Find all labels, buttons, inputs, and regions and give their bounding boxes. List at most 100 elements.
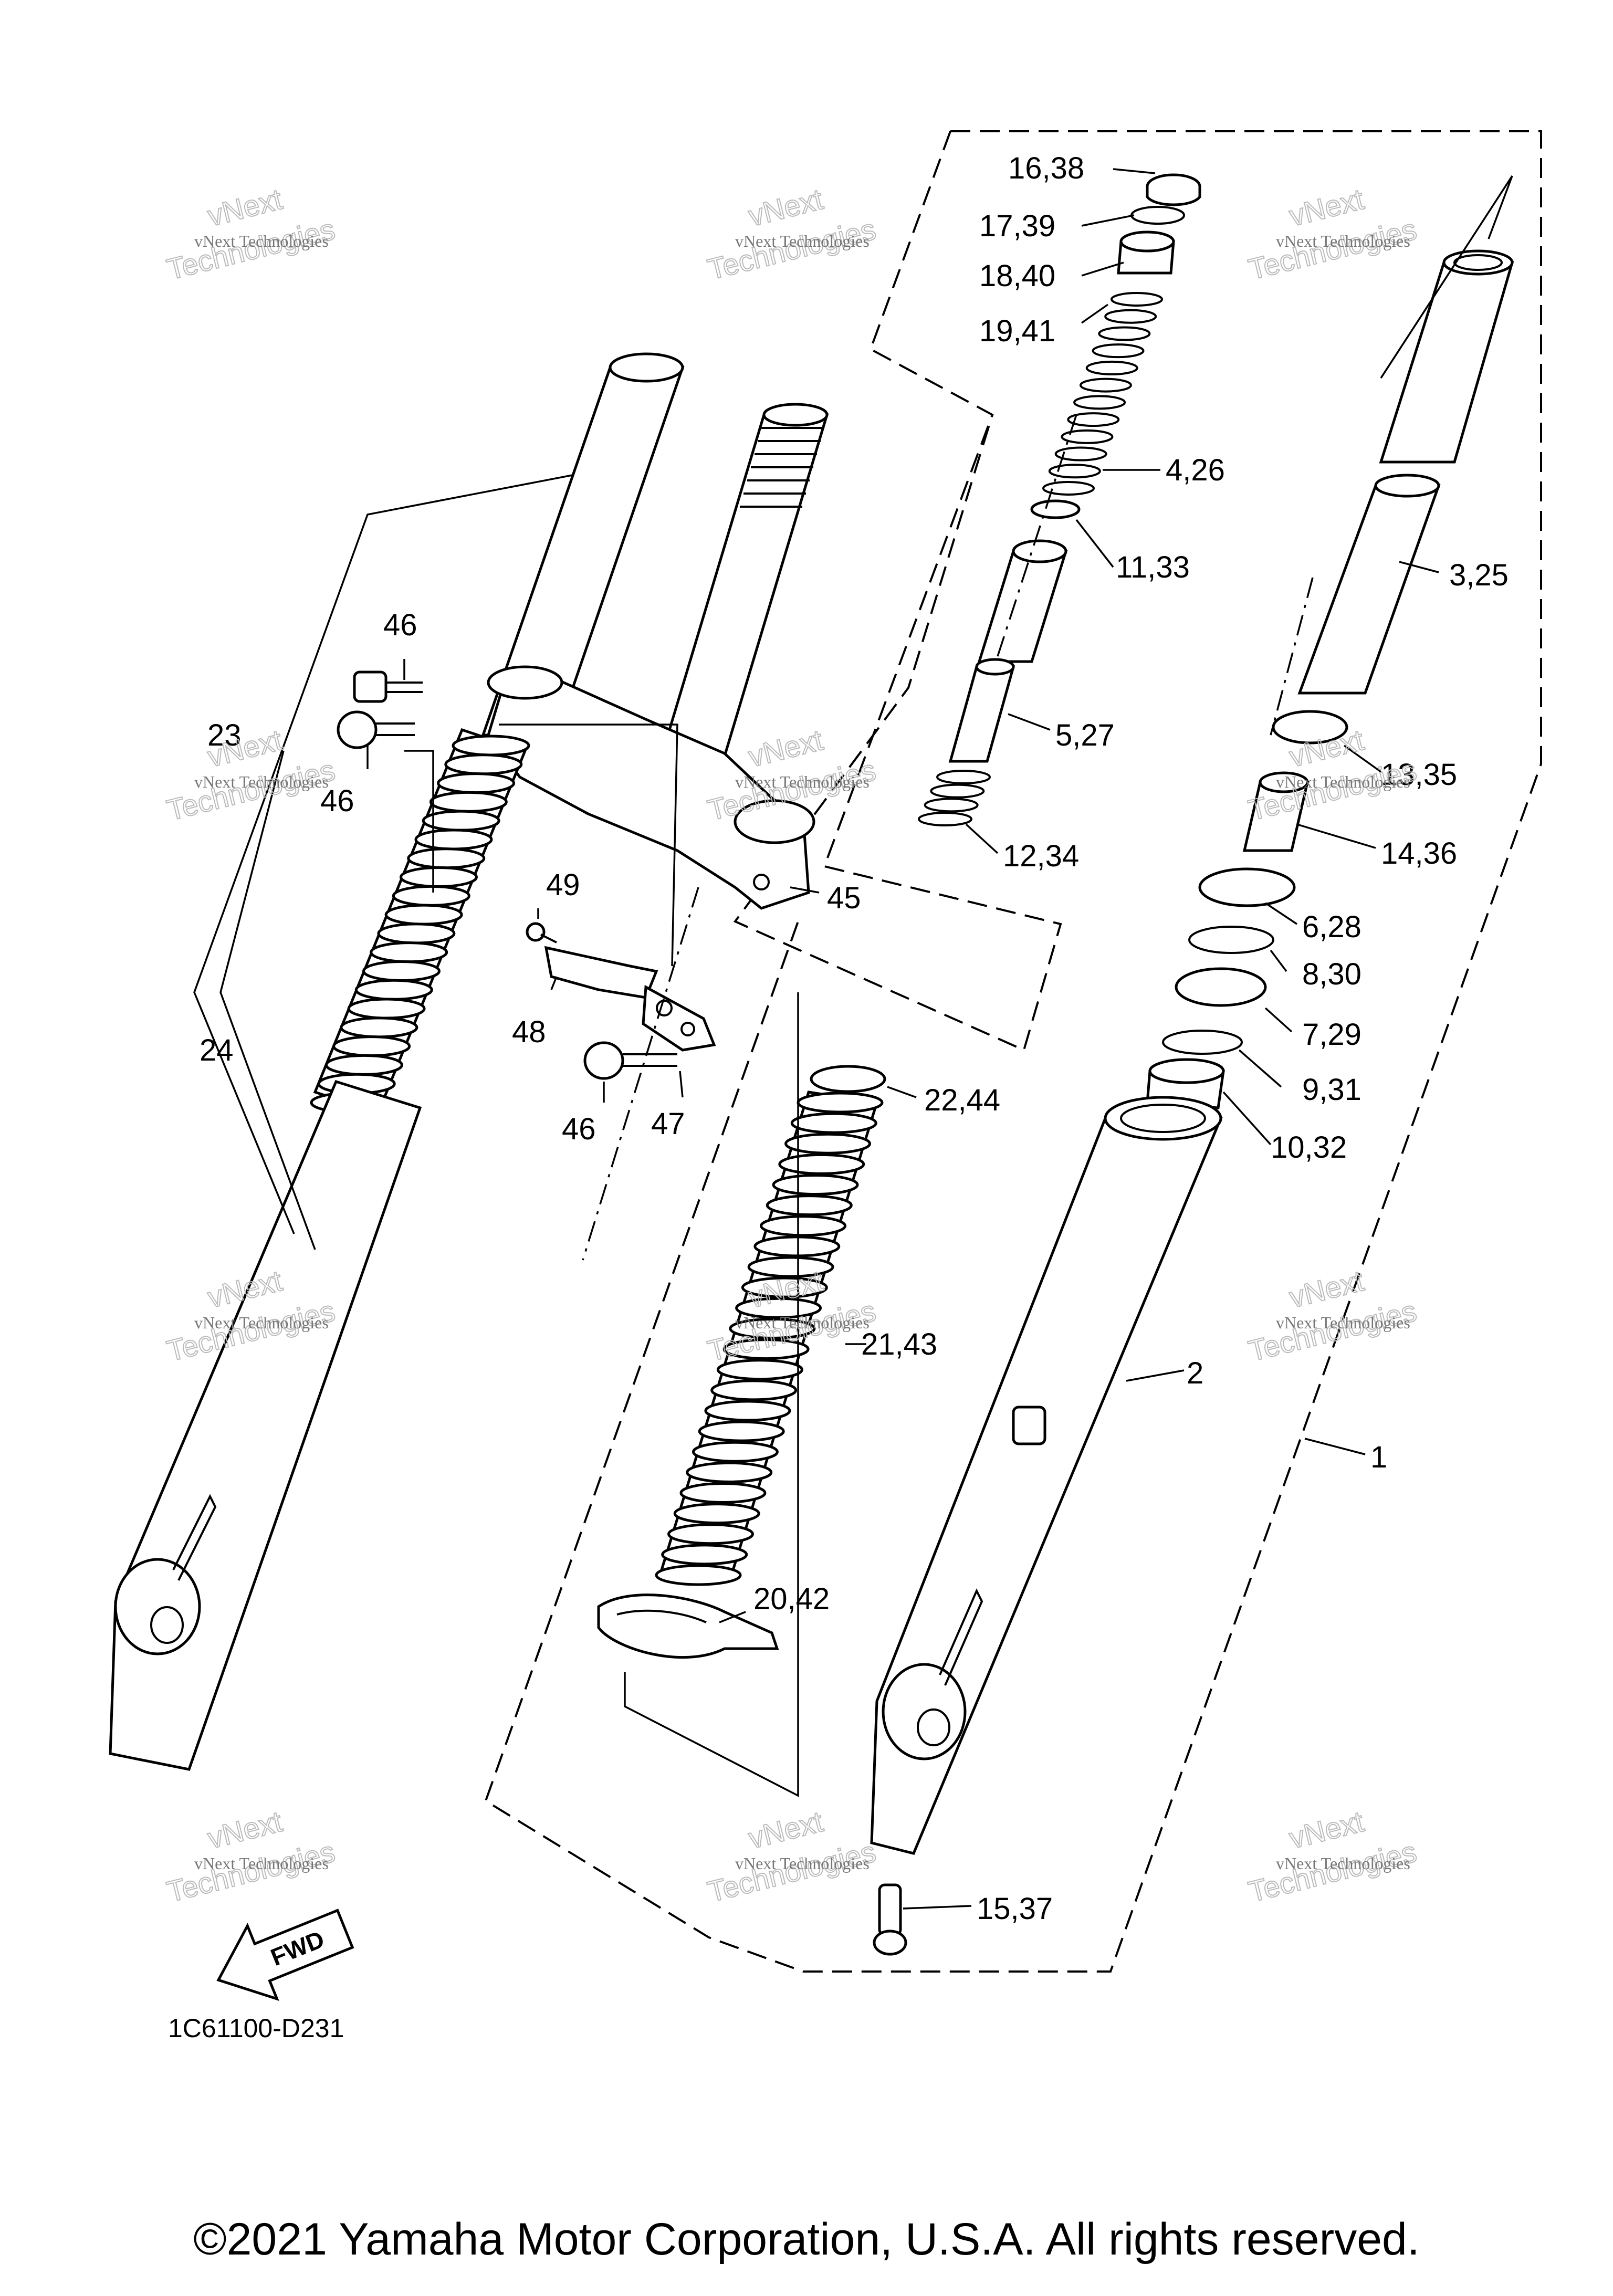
bellows-rib	[766, 1194, 853, 1217]
callout-7-29: 7,29	[1302, 1018, 1361, 1052]
copyright-notice: ©2021 Yamaha Motor Corporation, U.S.A. A…	[193, 2214, 1420, 2264]
middle-bellows-ribs	[655, 1092, 884, 1586]
callout-22-44: 22,44	[924, 1083, 1000, 1117]
bellows-rib	[679, 1482, 767, 1504]
bellows-rib	[698, 1420, 785, 1442]
group-boundaries	[484, 130, 1542, 1973]
bolt-46-upper	[353, 670, 423, 703]
fwd-arrow-icon: FWD	[216, 1909, 354, 2001]
svg-text:vNext Technologies: vNext Technologies	[735, 1313, 870, 1332]
svg-text:vNext Technologies: vNext Technologies	[735, 232, 870, 250]
fork-assembly-left	[109, 352, 829, 1771]
callout-48: 48	[512, 1015, 546, 1049]
bellows-rib	[362, 960, 441, 982]
spring-coil	[918, 812, 972, 826]
svg-text:vNext: vNext	[1286, 1805, 1367, 1855]
spring-4	[1042, 292, 1163, 496]
svg-text:vNext Technologies: vNext Technologies	[735, 772, 870, 791]
bellows-rib	[722, 1338, 810, 1360]
washer-9	[1162, 1030, 1243, 1055]
callout-2: 2	[1187, 1356, 1203, 1390]
centerline-left	[582, 887, 699, 1261]
centerline-right	[1270, 577, 1314, 736]
diagram-code: 1C61100-D231	[168, 2014, 344, 2043]
boot-assembly-middle	[597, 992, 886, 1797]
svg-text:vNext Technologies: vNext Technologies	[194, 1313, 329, 1332]
svg-text:vNext: vNext	[745, 723, 826, 773]
bellows-rib	[735, 1297, 822, 1319]
callout-49: 49	[546, 868, 580, 902]
svg-text:vNext Technologies: vNext Technologies	[735, 1854, 870, 1873]
caliper-mount-tab	[1012, 1406, 1046, 1445]
bellows-rib	[760, 1215, 847, 1237]
svg-text:vNext: vNext	[204, 1805, 286, 1855]
leader-lines	[193, 168, 1513, 1910]
bellows-rib	[377, 922, 456, 945]
bellows-rib	[407, 847, 486, 869]
under-bracket-clamp-right	[734, 799, 815, 844]
bellows-rib	[710, 1379, 798, 1401]
callout-1: 1	[1370, 1440, 1387, 1474]
callout-46-upper: 46	[383, 608, 417, 642]
bellows-rib	[354, 979, 433, 1001]
bellows-rib	[370, 941, 448, 963]
bellows-rib	[444, 753, 523, 775]
spring-coil	[1054, 446, 1107, 462]
callout-5-27: 5,27	[1055, 718, 1115, 752]
inner-tube-upper	[1379, 261, 1514, 464]
under-bracket-clamp-left	[487, 665, 563, 700]
callout-46-middle: 46	[320, 784, 354, 818]
bellows-rib	[673, 1503, 760, 1525]
callout-45: 45	[827, 881, 861, 915]
left-axle-hole	[150, 1606, 184, 1644]
spring-coil	[1092, 343, 1145, 359]
outer-tube-assembly	[870, 249, 1514, 1956]
outer-tube-boundary	[484, 130, 1542, 1973]
clamp-20	[597, 1593, 779, 1659]
spring-coil	[930, 783, 985, 799]
callout-14-36: 14,36	[1381, 836, 1457, 871]
callout-13-35: 13,35	[1381, 758, 1457, 792]
drain-bolt-15	[873, 1883, 907, 1956]
callout-46-lower: 46	[562, 1112, 596, 1146]
bellows-rib	[716, 1359, 803, 1381]
bellows-rib	[429, 791, 508, 813]
svg-text:vNext: vNext	[745, 1805, 826, 1855]
bellows-rib	[667, 1523, 754, 1545]
spring-coil	[1079, 378, 1132, 393]
callout-15-37: 15,37	[977, 1892, 1053, 1926]
bellows-rib	[324, 1054, 403, 1076]
svg-text:vNext: vNext	[204, 182, 286, 233]
bolt-49	[526, 922, 557, 943]
spring-coil	[1098, 326, 1151, 341]
bellows-rib	[797, 1092, 884, 1114]
bellows-rib	[347, 998, 426, 1020]
spring-coil	[1085, 360, 1138, 375]
callout-8-30: 8,30	[1302, 957, 1361, 991]
bellows-rib	[422, 810, 500, 832]
bellows-rib	[340, 1016, 418, 1039]
bellows-rib	[332, 1035, 411, 1057]
spring-coil	[936, 770, 991, 784]
spring-coil	[924, 798, 979, 813]
rebound-spring-12	[918, 770, 991, 826]
svg-text:vNext Technologies: vNext Technologies	[1276, 1313, 1410, 1332]
bellows-rib	[414, 829, 493, 851]
bellows-rib	[452, 735, 530, 757]
svg-text:vNext Technologies: vNext Technologies	[1276, 232, 1410, 250]
bellows-rib	[661, 1544, 748, 1566]
steering-stem-top	[762, 403, 829, 427]
callout-23: 23	[207, 718, 242, 752]
bellows-rib	[729, 1317, 816, 1339]
svg-text:vNext Technologies: vNext Technologies	[194, 232, 329, 250]
spring-coil	[1048, 464, 1101, 479]
callout-3-25: 3,25	[1449, 558, 1509, 592]
inner-tube-3	[1297, 484, 1441, 695]
left-axle-slit	[172, 1494, 217, 1581]
spring-coil	[1073, 395, 1126, 410]
bellows-rib	[741, 1276, 828, 1298]
